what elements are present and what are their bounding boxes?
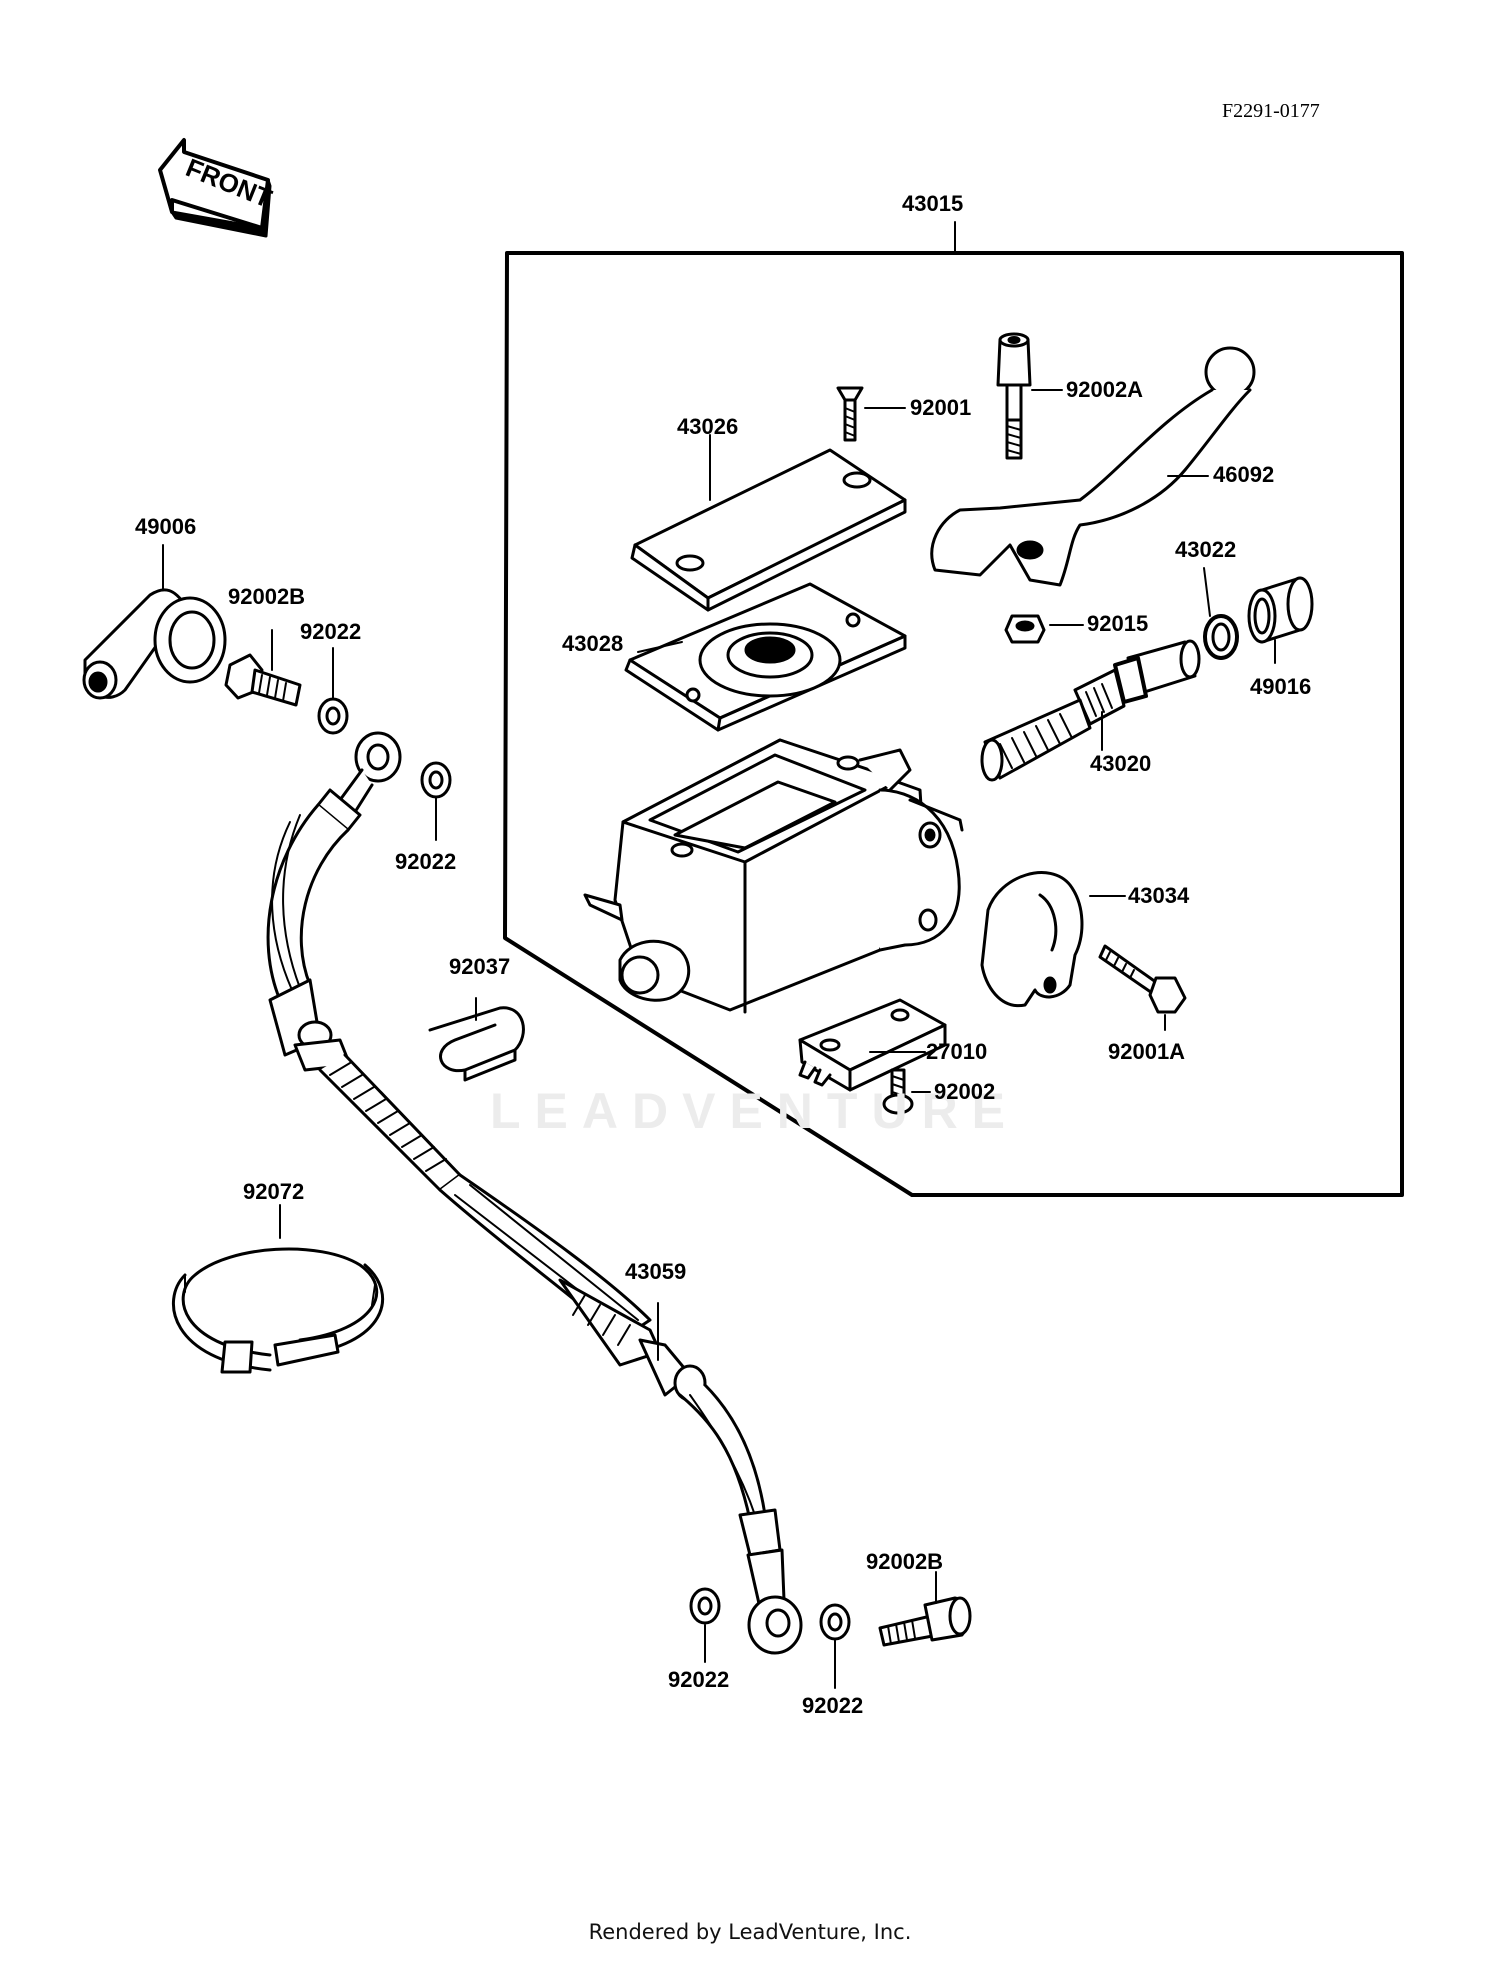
nut-92015 bbox=[1004, 614, 1084, 644]
brake-hose-43059 bbox=[266, 731, 803, 1655]
bushing-49016 bbox=[1247, 576, 1314, 664]
label-43026[interactable]: 43026 bbox=[677, 414, 739, 439]
label-92002A[interactable]: 92002A bbox=[1066, 377, 1144, 402]
clamp-92037 bbox=[428, 997, 525, 1082]
diagram-code: F2291-0177 bbox=[1222, 100, 1320, 122]
label-43028[interactable]: 43028 bbox=[562, 631, 624, 656]
label-43015[interactable]: 43015 bbox=[902, 191, 964, 216]
washer-92022-d bbox=[819, 1603, 851, 1689]
screw-92001 bbox=[836, 386, 906, 442]
footer-credit: Rendered by LeadVenture, Inc. bbox=[588, 1920, 912, 1944]
label-92001A[interactable]: 92001A bbox=[1108, 1039, 1186, 1064]
label-92002B-bottom[interactable]: 92002B bbox=[866, 1549, 944, 1574]
label-92022-a[interactable]: 92022 bbox=[300, 619, 362, 644]
label-92022-d[interactable]: 92022 bbox=[802, 1693, 864, 1718]
reservoir-cap-43026 bbox=[630, 434, 907, 612]
label-43022[interactable]: 43022 bbox=[1175, 537, 1237, 562]
washer-92022-b bbox=[420, 761, 452, 841]
piston-43020 bbox=[980, 639, 1201, 782]
front-arrow-icon: FRONT bbox=[158, 138, 276, 238]
label-92022-b[interactable]: 92022 bbox=[395, 849, 457, 874]
long-nut-92002A bbox=[996, 332, 1063, 460]
bolt-92002 bbox=[882, 1068, 931, 1115]
label-49016[interactable]: 49016 bbox=[1250, 674, 1312, 699]
label-92015[interactable]: 92015 bbox=[1087, 611, 1149, 636]
brake-switch-27010 bbox=[798, 998, 947, 1092]
label-46092[interactable]: 46092 bbox=[1213, 462, 1275, 487]
watermark: LEADVENTURE bbox=[490, 1083, 1020, 1139]
label-49006[interactable]: 49006 bbox=[135, 514, 197, 539]
banjo-fitting-49006 bbox=[82, 544, 227, 700]
assembly-outline-path bbox=[503, 251, 1404, 1197]
holder-43034 bbox=[980, 871, 1126, 1008]
bolt-92002B-bottom bbox=[878, 1571, 972, 1647]
label-27010[interactable]: 27010 bbox=[926, 1039, 988, 1064]
label-92002[interactable]: 92002 bbox=[934, 1079, 996, 1104]
label-92072[interactable]: 92072 bbox=[243, 1179, 305, 1204]
circlip-43022 bbox=[1203, 567, 1239, 660]
diaphragm-43028 bbox=[624, 582, 907, 732]
brake-lever-46092 bbox=[930, 346, 1256, 587]
label-92022-c[interactable]: 92022 bbox=[668, 1667, 730, 1692]
washer-92022-c bbox=[689, 1587, 721, 1663]
washer-92022-a bbox=[317, 647, 349, 735]
bolt-92002B-top bbox=[224, 629, 302, 707]
cable-tie-92072 bbox=[172, 1204, 384, 1374]
label-43034[interactable]: 43034 bbox=[1128, 883, 1190, 908]
label-92002B-top[interactable]: 92002B bbox=[228, 584, 306, 609]
label-43020[interactable]: 43020 bbox=[1090, 751, 1152, 776]
master-cylinder-body bbox=[583, 738, 964, 1014]
label-92037[interactable]: 92037 bbox=[449, 954, 511, 979]
label-92001[interactable]: 92001 bbox=[910, 395, 972, 420]
bolt-92001A bbox=[1098, 944, 1187, 1031]
label-43059[interactable]: 43059 bbox=[625, 1259, 687, 1284]
